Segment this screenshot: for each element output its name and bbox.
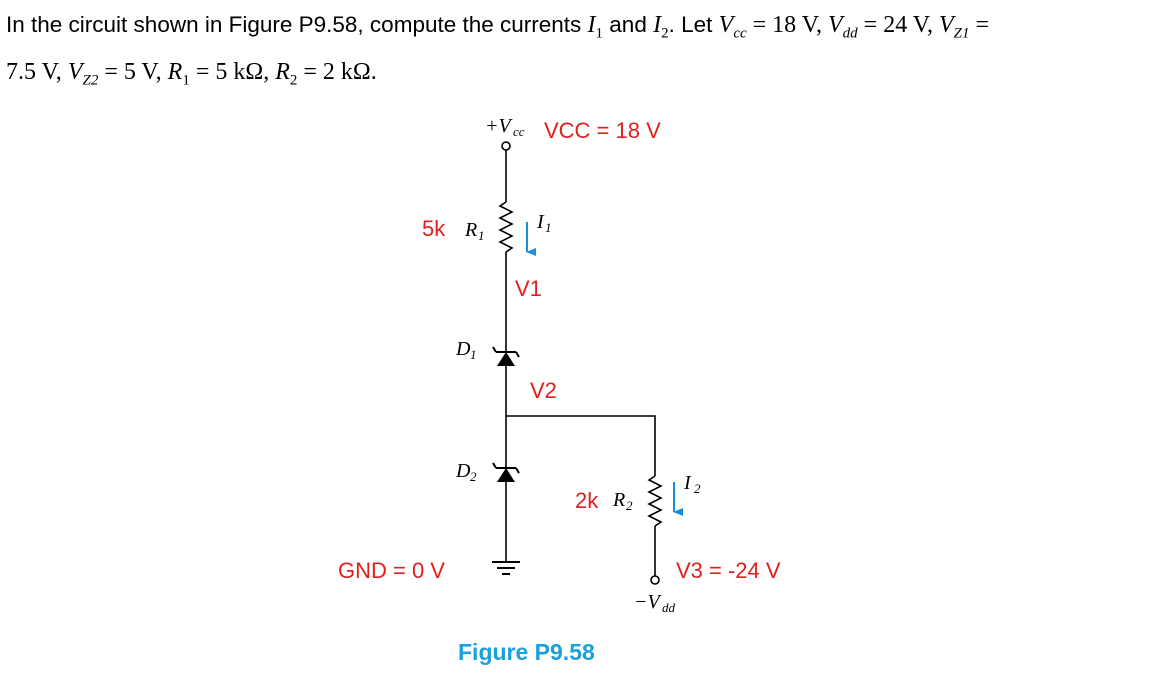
text: . Let [668,12,719,37]
text: In the circuit shown in Figure P9.58, co… [6,12,588,37]
subscript: 1 [182,72,190,88]
problem-line-2: 7.5 V, VZ2 = 5 V, R1 = 5 kΩ, R2 = 2 kΩ. [6,53,1146,100]
voltage-symbol: V [718,12,734,38]
ground-icon [492,561,520,575]
v3-value: V3 = -24 V [676,558,781,583]
problem-statement: In the circuit shown in Figure P9.58, co… [6,6,1146,99]
value-text: = 18 V, [746,12,828,38]
v2-label: V2 [530,378,557,403]
text: and [603,12,654,37]
voltage-symbol: V [827,12,843,38]
vdd-subscript: dd [662,600,676,615]
subscript: Z2 [82,72,99,88]
r1-value: 5k [422,216,446,241]
subscript: 1 [595,25,604,42]
r2-value: 2k [575,488,599,513]
voltage-symbol: V [67,58,83,85]
vcc-subscript: cc [513,124,525,139]
v1-label: V1 [515,276,542,301]
vcc-label: +V [485,115,513,137]
resistor-r1 [498,201,514,253]
subscript: Z1 [953,25,970,42]
value-text: = 24 V, [857,12,939,38]
current-symbol: I [587,12,596,38]
r1-subscript: 1 [478,228,485,243]
vcc-value: VCC = 18 V [544,118,661,143]
voltage-symbol: V [939,12,954,38]
i2-subscript: 2 [694,481,701,496]
d2-label: D [455,460,471,482]
resistor-symbol: R [275,58,290,85]
value-text: = 5 kΩ, [189,58,276,85]
vcc-terminal [501,141,511,151]
problem-line-1: In the circuit shown in Figure P9.58, co… [6,6,1146,53]
r2-subscript: 2 [626,498,633,513]
zener-d2-body [497,468,515,482]
wire-branch [506,415,656,476]
d2-subscript: 2 [470,469,477,484]
d1-subscript: 1 [470,347,477,362]
subscript: 2 [289,72,298,88]
resistor-symbol: R [167,58,183,85]
value-text: = 5 V, [98,58,168,85]
gnd-value: GND = 0 V [338,558,445,583]
figure-caption: Figure P9.58 [458,639,595,665]
current-symbol: I [653,12,662,38]
i2-label: I [683,472,692,494]
i1-label: I [536,211,545,233]
d1-label: D [455,338,471,360]
i1-subscript: 1 [545,220,552,235]
subscript: dd [842,25,858,42]
vdd-label: −V [634,591,662,613]
value-text: = 2 kΩ. [297,58,377,85]
zener-d1-body [497,352,515,366]
subscript: 2 [661,25,669,42]
vdd-terminal [650,575,660,585]
r1-label: R [464,219,477,241]
resistor-r2 [647,475,663,527]
value-text: 7.5 V, [6,58,68,85]
subscript: cc [733,25,747,42]
value-text: = [969,12,990,38]
r2-label: R [612,489,625,511]
